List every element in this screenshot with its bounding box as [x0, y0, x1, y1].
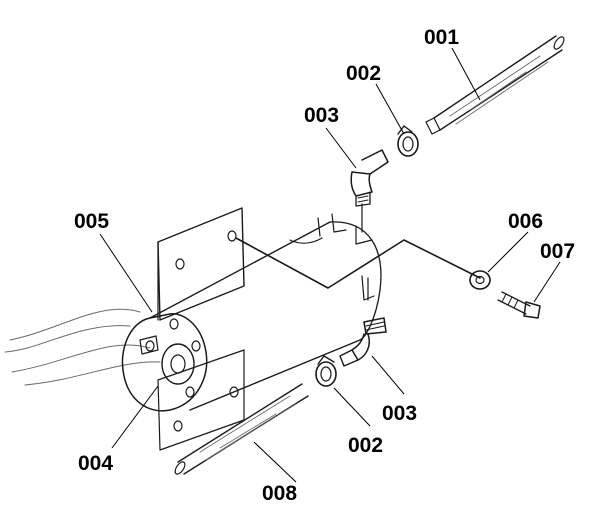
wire-drop — [361, 203, 369, 301]
hose-clamp-bottom — [315, 355, 337, 387]
hose-008 — [174, 383, 309, 475]
label-008: 008 — [262, 482, 297, 505]
bolt — [497, 291, 541, 319]
mounting-bracket — [157, 207, 245, 451]
end-flange — [121, 313, 208, 412]
left-pipe — [4, 308, 161, 386]
elbow-fitting-top — [350, 149, 389, 207]
elbow-fitting-bottom — [339, 317, 387, 367]
leader-lines — [99, 47, 561, 483]
label-003-top: 003 — [304, 104, 339, 127]
label-001: 001 — [424, 26, 459, 49]
hose-001 — [425, 35, 565, 135]
label-002-top: 002 — [346, 62, 381, 85]
cylinder-body — [149, 213, 382, 411]
label-006: 006 — [508, 210, 543, 233]
label-002-bottom: 002 — [348, 434, 383, 457]
label-003-bottom: 003 — [382, 402, 417, 425]
wire-line — [235, 237, 481, 289]
label-004: 004 — [78, 452, 113, 475]
hose-clamp-top — [397, 125, 419, 157]
label-007: 007 — [540, 240, 575, 263]
label-005: 005 — [74, 210, 109, 233]
washer — [469, 270, 491, 290]
